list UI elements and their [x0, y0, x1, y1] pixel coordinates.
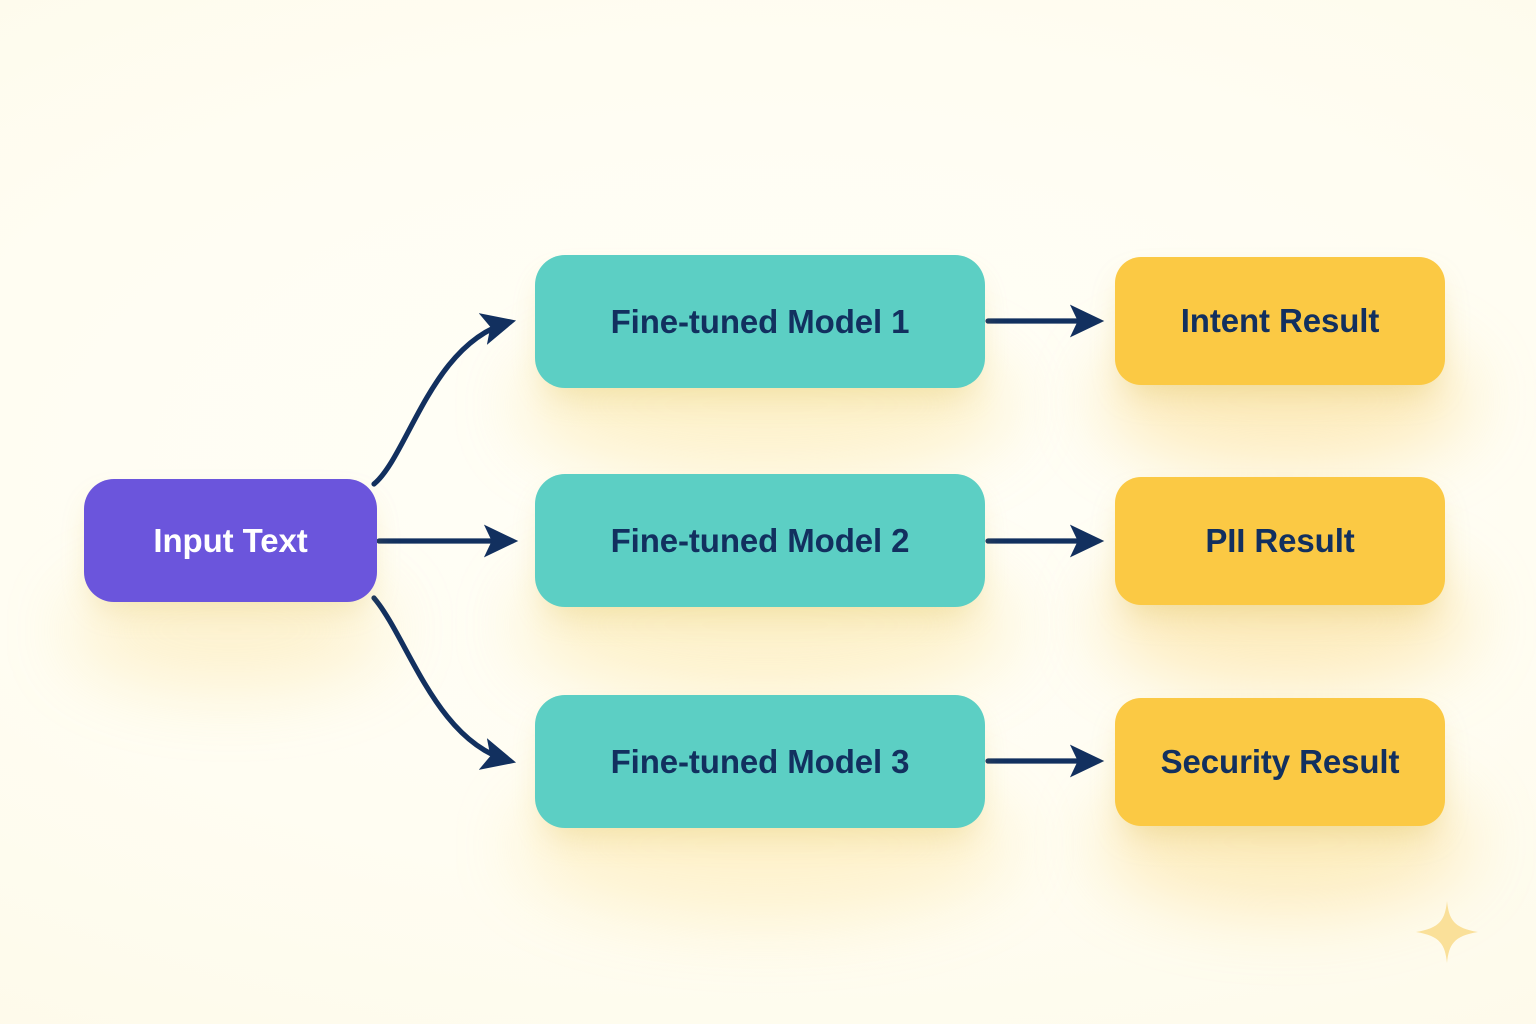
node-fine-tuned-model-2-label: Fine-tuned Model 2 — [610, 521, 910, 559]
sparkle-icon — [1415, 900, 1479, 964]
node-intent-result[interactable]: Intent Result — [1115, 257, 1445, 385]
node-fine-tuned-model-3-label: Fine-tuned Model 3 — [610, 742, 910, 780]
node-fine-tuned-model-1-label: Fine-tuned Model 1 — [610, 302, 910, 340]
node-input-text[interactable]: Input Text — [84, 479, 377, 602]
node-fine-tuned-model-1[interactable]: Fine-tuned Model 1 — [535, 255, 985, 388]
node-input-text-label: Input Text — [153, 521, 308, 559]
connector-input-to-model-3 — [371, 595, 517, 770]
node-security-result[interactable]: Security Result — [1115, 698, 1445, 826]
connector-input-to-model-1 — [371, 313, 517, 487]
node-fine-tuned-model-3[interactable]: Fine-tuned Model 3 — [535, 695, 985, 828]
node-pii-result[interactable]: PII Result — [1115, 477, 1445, 605]
node-security-result-label: Security Result — [1160, 743, 1400, 781]
node-pii-result-label: PII Result — [1205, 522, 1355, 560]
node-fine-tuned-model-2[interactable]: Fine-tuned Model 2 — [535, 474, 985, 607]
node-intent-result-label: Intent Result — [1180, 302, 1380, 340]
